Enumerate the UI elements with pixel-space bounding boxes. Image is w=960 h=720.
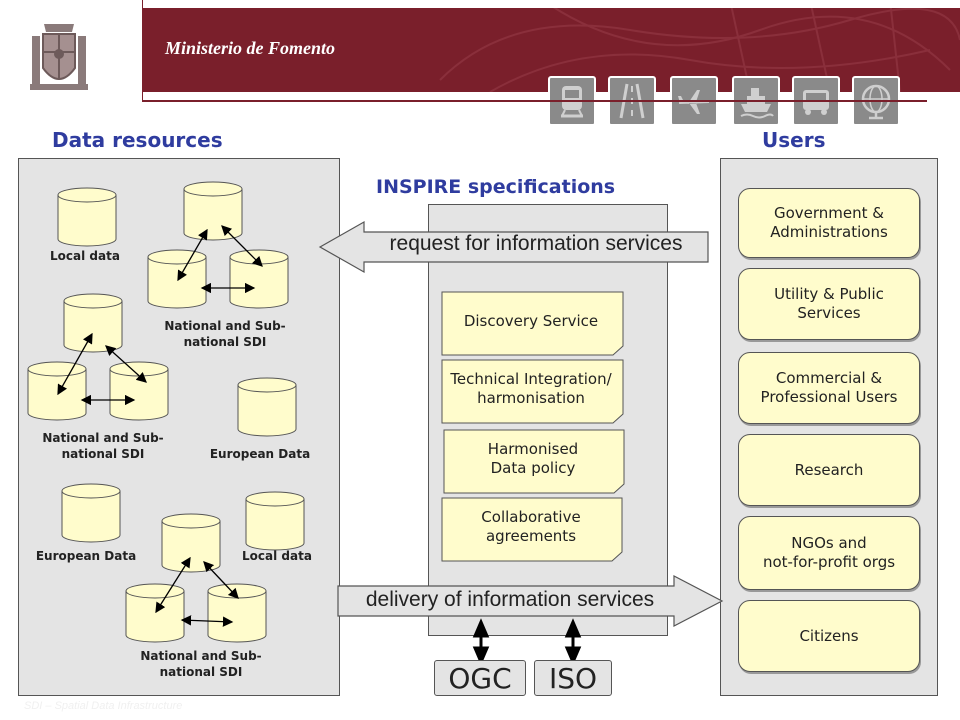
header-bar (0, 0, 960, 92)
local-data-db (57, 187, 117, 247)
header-top-strip (0, 0, 960, 8)
delivery-arrow (337, 575, 724, 627)
national-sdi-label: National and Sub- national SDI (42, 431, 164, 461)
bidirectional-link-arrow (221, 225, 263, 267)
header-underline (142, 100, 927, 102)
coat-of-arms-icon (30, 24, 88, 90)
crest-area (0, 8, 142, 100)
iso-box: ISO (534, 660, 612, 696)
bidirectional-link-arrow (57, 332, 93, 396)
user-utility: Utility & Public Services (738, 268, 920, 340)
national-sdi-label: National and Sub- national SDI (140, 649, 262, 679)
world-map-watermark (439, 0, 960, 92)
spec-technical-integration: Technical Integration/ harmonisation (450, 370, 612, 407)
request-arrow (318, 220, 709, 274)
user-commercial: Commercial & Professional Users (738, 352, 920, 424)
local-data-db (245, 491, 305, 551)
user-ngos: NGOs and not-for-profit orgs (738, 516, 920, 590)
local-data-label: Local data (242, 549, 312, 563)
user-government: Government & Administrations (738, 188, 920, 258)
spec-collaborative-agreements: Collaborative agreements (481, 508, 581, 545)
ministry-title: Ministerio de Fomento (165, 38, 336, 58)
bidirectional-link-arrow (105, 345, 147, 383)
user-research: Research (738, 434, 920, 506)
inspire-heading: INSPIRE specifications (376, 176, 616, 198)
local-data-label: Local data (50, 249, 120, 263)
spec-harmonised-data-policy: Harmonised Data policy (487, 440, 579, 477)
users-heading: Users (762, 128, 826, 152)
data-resources-heading: Data resources (52, 128, 223, 152)
european-data-db (61, 483, 121, 543)
header-divider (142, 0, 143, 100)
delivery-label: delivery of information services (365, 588, 655, 611)
european-data-label: European Data (35, 549, 137, 563)
sdi-footnote: SDI – Spatial Data Infrastructure (24, 700, 183, 712)
ogc-box: OGC (434, 660, 526, 696)
bidirectional-link-arrow (203, 561, 239, 599)
bidirectional-link-arrow (180, 615, 234, 627)
spec-discovery-service: Discovery Service (463, 311, 599, 330)
national-sdi-label: National and Sub- national SDI (164, 319, 286, 349)
bidirectional-link-arrow (155, 556, 191, 614)
request-label: request for information services (389, 232, 683, 255)
european-data-db (237, 377, 297, 437)
bidirectional-link-arrow (177, 228, 208, 282)
european-data-label: European Data (209, 447, 311, 461)
user-citizens: Citizens (738, 600, 920, 672)
